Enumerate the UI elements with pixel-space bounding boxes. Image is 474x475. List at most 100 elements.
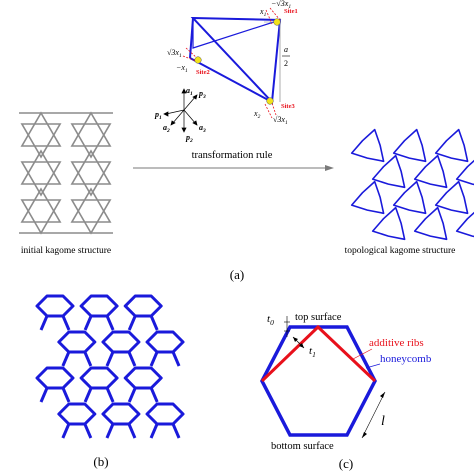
lattice-b-cell	[101, 330, 141, 354]
l-label: l	[381, 414, 385, 429]
t1-label: t1	[309, 345, 316, 359]
lattice-b-cell	[123, 294, 163, 318]
lattice-b-strut	[149, 387, 159, 403]
dim-sqrt3x1-left: √3x1	[167, 48, 182, 59]
panel-a: transformation rule Site1 Site2 Site3	[19, 0, 474, 282]
lattice-b-strut	[127, 315, 137, 331]
site1-marker	[273, 18, 281, 26]
lattice-b-strut	[105, 423, 115, 439]
axis-a2: a2	[163, 123, 170, 134]
lattice-b-strut	[61, 387, 71, 403]
transformation-rule-triangle	[182, 7, 282, 119]
lattice-cell	[434, 128, 469, 163]
dim-sqrt3x1-top: −√3x1	[271, 0, 291, 10]
lattice-b-strut	[61, 315, 71, 331]
top-surface-label: top surface	[295, 312, 342, 323]
kagome-triangle	[20, 187, 62, 223]
lattice-b-strut	[61, 423, 71, 439]
kagome-triangle	[70, 123, 112, 159]
lattice-b-cell	[57, 330, 97, 354]
lattice-b-cell	[35, 366, 75, 390]
lattice-cell	[392, 180, 427, 215]
dim-sqrt3x1-bottom: √3x1	[273, 115, 288, 126]
dim-x2: x2	[253, 109, 261, 120]
lattice-b-strut	[105, 315, 115, 331]
lattice-b-cell	[145, 402, 185, 426]
kagome-triangle	[20, 111, 62, 147]
lattice-cell	[371, 206, 406, 241]
topological-kagome-lattice	[350, 128, 474, 241]
lattice-b-strut	[83, 315, 93, 331]
dim-x1-top: x1	[259, 7, 267, 18]
lattice-b-strut	[149, 351, 159, 367]
lattice-b-cell	[101, 402, 141, 426]
lattice-cell	[455, 211, 474, 238]
axis-p1: p1	[154, 110, 162, 121]
lattice-b-strut	[83, 387, 93, 403]
left-caption: initial kagome structure	[21, 246, 111, 256]
honeycomb-label: honeycomb	[380, 353, 432, 365]
lattice-b-strut	[61, 351, 71, 367]
dim-minus-x1-left: −x1	[176, 63, 188, 74]
lattice-b-cell	[35, 294, 75, 318]
panel-c-label: (c)	[339, 456, 353, 471]
kagome-triangle	[20, 123, 62, 159]
kagome-triangle	[20, 199, 62, 235]
lattice-b-strut	[149, 423, 159, 439]
kagome-triangle	[70, 161, 112, 197]
site1-label: Site1	[284, 8, 298, 15]
kagome-triangle	[70, 199, 112, 235]
right-caption: topological kagome structure	[345, 246, 456, 256]
panel-b: (b)	[35, 294, 185, 469]
panel-a-label: (a)	[230, 267, 244, 282]
lattice-b-cell	[123, 366, 163, 390]
site2-label: Site2	[196, 69, 210, 76]
lattice-cell	[413, 206, 448, 241]
lattice-b-strut	[83, 351, 93, 367]
kagome-triangle	[20, 161, 62, 197]
site2-marker	[194, 56, 202, 64]
lattice-b-strut	[171, 351, 181, 367]
lattice-b-strut	[127, 423, 137, 439]
lattice-b-strut	[39, 387, 49, 403]
axis-a1: a1	[186, 86, 193, 97]
axis-p3: p3	[198, 89, 206, 100]
lattice-cell	[371, 154, 406, 189]
lattice-cell	[413, 154, 448, 189]
lattice-b-cell	[79, 366, 119, 390]
kagome-triangle	[70, 149, 112, 185]
dim-a-over-2-num: a	[284, 45, 288, 54]
lattice-b-strut	[127, 351, 137, 367]
t0-label: t0	[267, 313, 274, 327]
lattice-cell	[455, 159, 474, 186]
panel-b-label: (b)	[93, 454, 108, 469]
transformation-arrow	[133, 165, 334, 171]
lattice-b-strut	[127, 387, 137, 403]
lattice-vectors-diagram	[163, 88, 198, 133]
bottom-surface-label: bottom surface	[271, 441, 334, 452]
lattice-cell	[350, 180, 385, 215]
lattice-b-strut	[83, 423, 93, 439]
lattice-b-cell	[79, 294, 119, 318]
lattice-cell	[350, 128, 385, 163]
lattice-b-strut	[105, 387, 115, 403]
lattice-cell	[434, 180, 469, 215]
honeycomb-hexagon	[260, 325, 377, 437]
axis-a3: a3	[199, 123, 206, 134]
lattice-b-strut	[171, 423, 181, 439]
lattice-b-strut	[39, 315, 49, 331]
site3-marker	[266, 97, 274, 105]
additive-ribs-label: additive ribs	[369, 337, 424, 349]
lattice-b-cell	[145, 330, 185, 354]
dim-a-over-2-den: 2	[284, 59, 288, 68]
axis-p2: p2	[185, 133, 193, 144]
lattice-b-strut	[105, 351, 115, 367]
kagome-triangle	[70, 111, 112, 147]
kagome-triangle	[20, 149, 62, 185]
kagome-triangle	[70, 187, 112, 223]
panel-b-lattice	[35, 294, 185, 439]
arrow-label: transformation rule	[192, 150, 273, 161]
lattice-cell	[392, 128, 427, 163]
additive-ribs	[260, 324, 377, 383]
